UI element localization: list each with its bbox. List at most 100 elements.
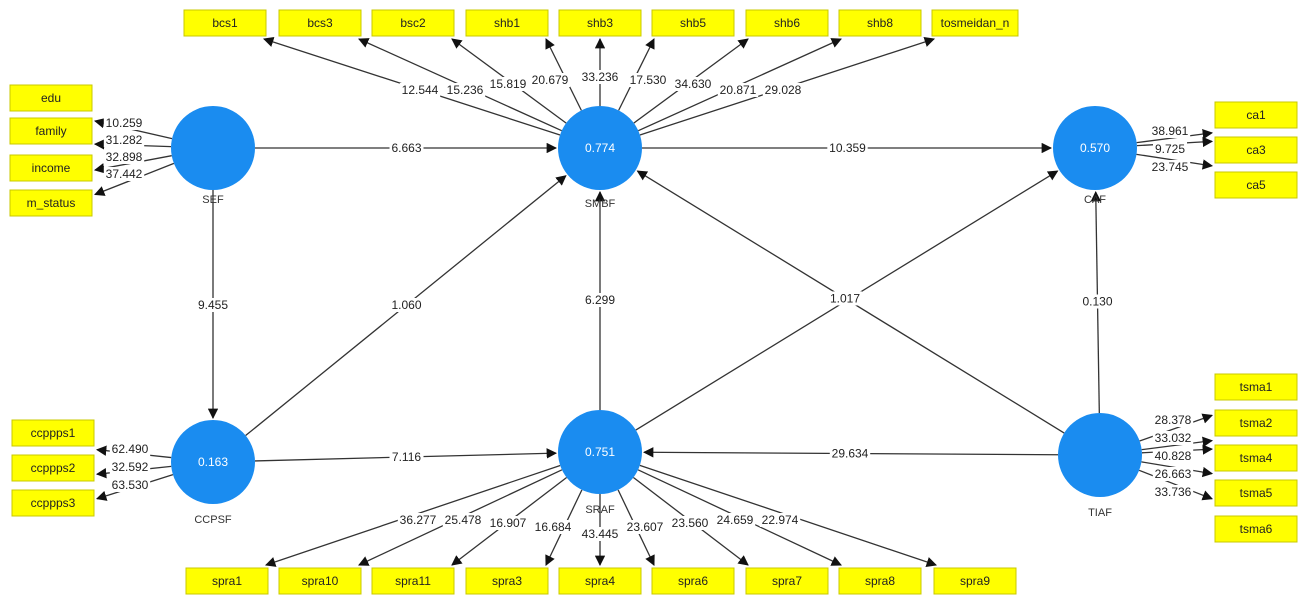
indicator-box[interactable] <box>11 454 95 482</box>
indicator-box[interactable] <box>651 9 735 37</box>
indicator-box[interactable] <box>371 9 455 37</box>
indicator-box[interactable] <box>1214 136 1298 164</box>
indicator-bcs1[interactable]: bcs1 <box>183 9 267 37</box>
indicator-edu[interactable]: edu <box>9 84 93 112</box>
indicator-tsma1[interactable]: tsma1 <box>1214 373 1298 401</box>
indicator-tsma6[interactable]: tsma6 <box>1214 515 1298 543</box>
construct-name: CAF <box>1084 194 1106 206</box>
indicator-spra8[interactable]: spra8 <box>838 567 922 595</box>
loading-value-ca5: 23.745 <box>1152 160 1189 174</box>
indicator-spra9[interactable]: spra9 <box>933 567 1017 595</box>
indicator-shb8[interactable]: shb8 <box>838 9 922 37</box>
indicator-box[interactable] <box>185 567 269 595</box>
indicator-box[interactable] <box>1214 515 1298 543</box>
loading-value-spra7-bg <box>669 516 711 530</box>
indicator-box[interactable] <box>1214 479 1298 507</box>
indicator-box[interactable] <box>933 567 1017 595</box>
indicator-shb6[interactable]: shb6 <box>745 9 829 37</box>
indicator-box[interactable] <box>9 84 93 112</box>
indicator-ccppps3[interactable]: ccppps3 <box>11 489 95 517</box>
indicator-ca3[interactable]: ca3 <box>1214 136 1298 164</box>
indicator-label: bcs3 <box>307 16 333 30</box>
construct-circle[interactable] <box>1053 106 1137 190</box>
indicator-box[interactable] <box>1214 101 1298 129</box>
indicator-box[interactable] <box>745 9 829 37</box>
indicator-label: spra8 <box>865 574 895 588</box>
loading-arrow-tsma6 <box>1138 469 1213 501</box>
indicator-box[interactable] <box>183 9 267 37</box>
construct-circle[interactable] <box>171 106 255 190</box>
indicator-tosmeidan-n[interactable]: tosmeidan_n <box>931 9 1019 37</box>
construct-sef[interactable]: SEF <box>171 106 255 206</box>
indicator-box[interactable] <box>9 117 93 145</box>
indicator-box[interactable] <box>558 567 642 595</box>
loading-value-spra6: 23.607 <box>627 520 664 534</box>
indicator-box[interactable] <box>9 189 93 217</box>
construct-circle[interactable] <box>558 106 642 190</box>
construct-circle[interactable] <box>1058 413 1142 497</box>
loading-value-bsc2: 15.819 <box>490 77 527 91</box>
indicator-shb3[interactable]: shb3 <box>558 9 642 37</box>
indicator-label: spra9 <box>960 574 990 588</box>
indicator-spra1[interactable]: spra1 <box>185 567 269 595</box>
indicator-label: ca1 <box>1246 108 1266 122</box>
loading-value-tsma5: 26.663 <box>1155 467 1192 481</box>
loading-value-spra10-bg <box>442 513 484 527</box>
indicator-m-status[interactable]: m_status <box>9 189 93 217</box>
indicator-box[interactable] <box>9 154 93 182</box>
indicator-box[interactable] <box>838 567 922 595</box>
loading-value-ca1-bg <box>1149 124 1191 138</box>
indicator-spra3[interactable]: spra3 <box>465 567 549 595</box>
loading-value-bcs1-bg <box>399 83 441 97</box>
indicator-spra11[interactable]: spra11 <box>371 567 455 595</box>
indicator-box[interactable] <box>651 567 735 595</box>
indicator-tsma5[interactable]: tsma5 <box>1214 479 1298 507</box>
indicator-tsma2[interactable]: tsma2 <box>1214 409 1298 437</box>
indicator-ccppps1[interactable]: ccppps1 <box>11 419 95 447</box>
indicator-ca5[interactable]: ca5 <box>1214 171 1298 199</box>
indicator-bcs3[interactable]: bcs3 <box>278 9 362 37</box>
indicator-ca1[interactable]: ca1 <box>1214 101 1298 129</box>
loading-value-ccppps2-bg <box>109 460 151 474</box>
indicator-box[interactable] <box>278 567 362 595</box>
indicator-spra7[interactable]: spra7 <box>745 567 829 595</box>
indicator-box[interactable] <box>1214 373 1298 401</box>
construct-circle[interactable] <box>171 420 255 504</box>
loading-value-shb3-bg <box>579 70 621 84</box>
indicator-box[interactable] <box>1214 171 1298 199</box>
indicator-label: tsma6 <box>1240 522 1273 536</box>
indicator-spra10[interactable]: spra10 <box>278 567 362 595</box>
indicator-shb5[interactable]: shb5 <box>651 9 735 37</box>
indicator-box[interactable] <box>278 9 362 37</box>
indicator-box[interactable] <box>465 567 549 595</box>
indicator-label: ca3 <box>1246 143 1266 157</box>
indicator-box[interactable] <box>371 567 455 595</box>
construct-tiaf[interactable]: TIAF <box>1058 413 1142 519</box>
indicator-spra6[interactable]: spra6 <box>651 567 735 595</box>
indicator-ccppps2[interactable]: ccppps2 <box>11 454 95 482</box>
r-squared-value: 0.163 <box>198 455 228 469</box>
indicator-box[interactable] <box>931 9 1019 37</box>
indicator-box[interactable] <box>1214 444 1298 472</box>
indicator-box[interactable] <box>558 9 642 37</box>
indicator-box[interactable] <box>11 419 95 447</box>
construct-circle[interactable] <box>558 410 642 494</box>
indicator-label: spra7 <box>772 574 802 588</box>
indicator-box[interactable] <box>1214 409 1298 437</box>
indicator-bsc2[interactable]: bsc2 <box>371 9 455 37</box>
indicator-box[interactable] <box>838 9 922 37</box>
indicator-label: m_status <box>27 196 76 210</box>
indicator-tsma4[interactable]: tsma4 <box>1214 444 1298 472</box>
indicator-box[interactable] <box>11 489 95 517</box>
indicator-box[interactable] <box>465 9 549 37</box>
indicator-box[interactable] <box>745 567 829 595</box>
loading-value-family: 31.282 <box>106 133 143 147</box>
indicator-family[interactable]: family <box>9 117 93 145</box>
indicator-income[interactable]: income <box>9 154 93 182</box>
indicator-spra4[interactable]: spra4 <box>558 567 642 595</box>
indicator-shb1[interactable]: shb1 <box>465 9 549 37</box>
